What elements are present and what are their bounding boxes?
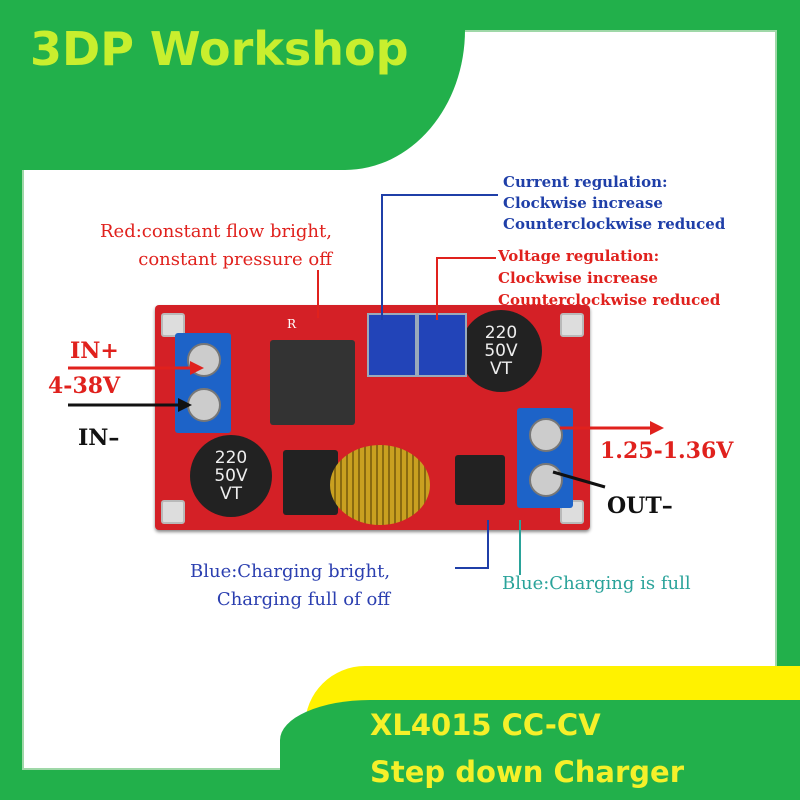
out-minus-line bbox=[552, 470, 606, 489]
blue-led-note: Blue:Charging bright,Charging full of of… bbox=[190, 561, 391, 610]
voltage-arrow bbox=[436, 257, 496, 320]
voltage-potentiometer[interactable] bbox=[417, 313, 467, 377]
brand-title: 3DP Workshop bbox=[30, 22, 409, 76]
output-terminal bbox=[517, 408, 573, 508]
red-led-note: Red:constant flow bright,constant pressu… bbox=[100, 221, 332, 270]
current-arrow bbox=[381, 194, 498, 320]
blue-led-arrow bbox=[455, 520, 489, 569]
output-range-label: 1.25-1.36V bbox=[600, 438, 734, 464]
mount-hole bbox=[560, 313, 584, 337]
xl4015-chip bbox=[270, 340, 355, 425]
input-range-label: 4-38V bbox=[48, 373, 121, 399]
input-terminal bbox=[175, 333, 231, 433]
out-minus-label: OUT– bbox=[607, 493, 673, 519]
in-minus-label: IN– bbox=[78, 425, 120, 451]
mount-hole bbox=[161, 500, 185, 524]
in-plus-label: IN+ bbox=[70, 338, 119, 364]
full-led-note: Blue:Charging is full bbox=[502, 573, 691, 594]
product-description: Step down Charger bbox=[370, 755, 685, 789]
silk-label: R bbox=[287, 317, 297, 331]
product-model: XL4015 CC-CV bbox=[370, 708, 601, 742]
current-potentiometer[interactable] bbox=[367, 313, 417, 377]
header-tab bbox=[0, 0, 465, 170]
diode bbox=[283, 450, 338, 515]
ic bbox=[455, 455, 505, 505]
inductor-coil bbox=[330, 445, 430, 525]
footer-banner: XL4015 CC-CV Step down Charger bbox=[280, 700, 800, 800]
